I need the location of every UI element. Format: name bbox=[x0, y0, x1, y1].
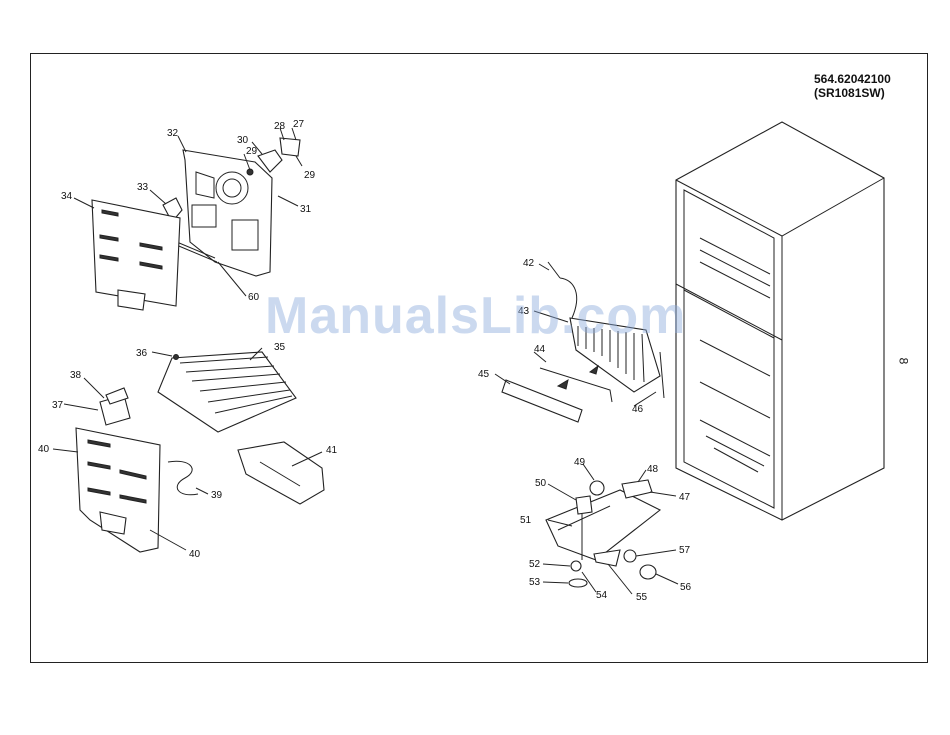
air-duct bbox=[238, 442, 324, 504]
label-42: 42 bbox=[523, 258, 535, 269]
label-29a: 29 bbox=[304, 170, 316, 181]
label-32: 32 bbox=[167, 128, 179, 139]
label-38: 38 bbox=[70, 370, 82, 381]
label-52: 52 bbox=[529, 559, 541, 570]
watermark: ManualsLib.com bbox=[265, 286, 686, 346]
wire-shelf bbox=[158, 352, 296, 432]
label-36: 36 bbox=[136, 348, 148, 359]
freezer-rear-panel bbox=[92, 200, 180, 310]
label-57: 57 bbox=[679, 545, 691, 556]
label-27: 27 bbox=[293, 119, 305, 130]
label-37: 37 bbox=[52, 400, 64, 411]
label-45: 45 bbox=[478, 369, 490, 380]
refrigerator-cabinet bbox=[676, 122, 884, 520]
label-30: 30 bbox=[237, 135, 249, 146]
evaporator-cover-assembly bbox=[163, 138, 300, 276]
air-duct-panel bbox=[76, 428, 198, 552]
label-40b: 40 bbox=[189, 549, 201, 560]
label-29b: 29 bbox=[246, 146, 258, 157]
label-53: 53 bbox=[529, 577, 541, 588]
damper-control bbox=[100, 388, 130, 425]
label-49: 49 bbox=[574, 457, 586, 468]
label-46: 46 bbox=[632, 404, 644, 415]
label-34: 34 bbox=[61, 191, 73, 202]
label-39: 39 bbox=[211, 490, 223, 501]
compressor-assembly bbox=[546, 480, 660, 587]
label-50: 50 bbox=[535, 478, 547, 489]
label-48: 48 bbox=[647, 464, 659, 475]
label-55: 55 bbox=[636, 592, 648, 603]
label-28: 28 bbox=[274, 121, 286, 132]
label-51: 51 bbox=[520, 515, 532, 526]
label-56: 56 bbox=[680, 582, 692, 593]
label-40a: 40 bbox=[38, 444, 50, 455]
label-47: 47 bbox=[679, 492, 691, 503]
label-54: 54 bbox=[596, 590, 608, 601]
label-31: 31 bbox=[300, 204, 312, 215]
label-33: 33 bbox=[137, 182, 149, 193]
label-60: 60 bbox=[248, 292, 260, 303]
label-41: 41 bbox=[326, 445, 338, 456]
